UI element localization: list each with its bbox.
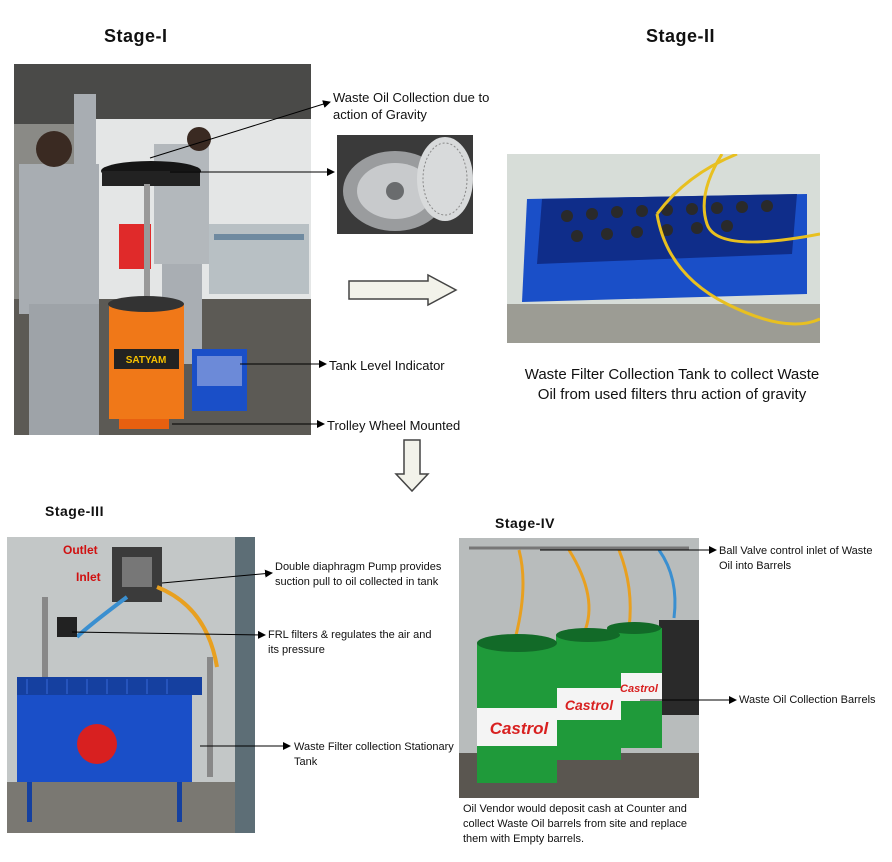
- stage-1-title: Stage-I: [104, 26, 168, 46]
- annotation-frl-filters: FRL filters & regulates the air and its …: [268, 629, 432, 656]
- barrel-brand-text: Castrol: [620, 683, 659, 695]
- annotation-diaphragm-pump: Double diaphragm Pump provides suction p…: [275, 561, 442, 588]
- pointer-gravity-line: [149, 100, 331, 159]
- stage-1-photo: SATYAM: [14, 64, 311, 435]
- tank-logo-icon: [77, 724, 117, 764]
- funnel-mesh-photo: [337, 135, 473, 234]
- stage-2-caption: Waste Filter Collection Tank to collect …: [524, 366, 820, 403]
- annotation-stationary-tank: Waste Filter collection Stationary Tank: [294, 741, 454, 768]
- annotation-gravity-collection: Waste Oil Collection due to action of Gr…: [333, 90, 490, 122]
- annotation-collection-barrels: Waste Oil Collection Barrels: [739, 694, 876, 706]
- pointer-frl-line: [71, 630, 266, 639]
- barrel-brand-text: Castrol: [490, 719, 550, 738]
- stage-3-title: Stage-III: [45, 503, 104, 519]
- annotation-tank-level-indicator: Tank Level Indicator: [329, 358, 445, 373]
- right-arrow-icon: [348, 273, 458, 307]
- stage-4-caption: Oil Vendor would deposit cash at Counter…: [463, 803, 687, 845]
- stage-2-photo: [507, 154, 820, 343]
- pointer-pump-line: [161, 569, 273, 584]
- tank-brand-text: SATYAM: [126, 355, 167, 366]
- down-arrow-icon: [394, 439, 430, 493]
- stage-3-photo: [7, 537, 255, 833]
- annotation-trolley-wheel: Trolley Wheel Mounted: [327, 418, 461, 433]
- stage-4-title: Stage-IV: [495, 515, 556, 531]
- annotation-ball-valve: Ball Valve control inlet of Waste Oil in…: [719, 545, 873, 572]
- outlet-label: Outlet: [63, 543, 98, 557]
- barrel-brand-text: Castrol: [565, 697, 614, 713]
- inlet-label: Inlet: [76, 570, 101, 584]
- stage-2-title: Stage-II: [646, 26, 716, 46]
- stage-4-photo: Castrol Castrol Castrol: [459, 538, 699, 798]
